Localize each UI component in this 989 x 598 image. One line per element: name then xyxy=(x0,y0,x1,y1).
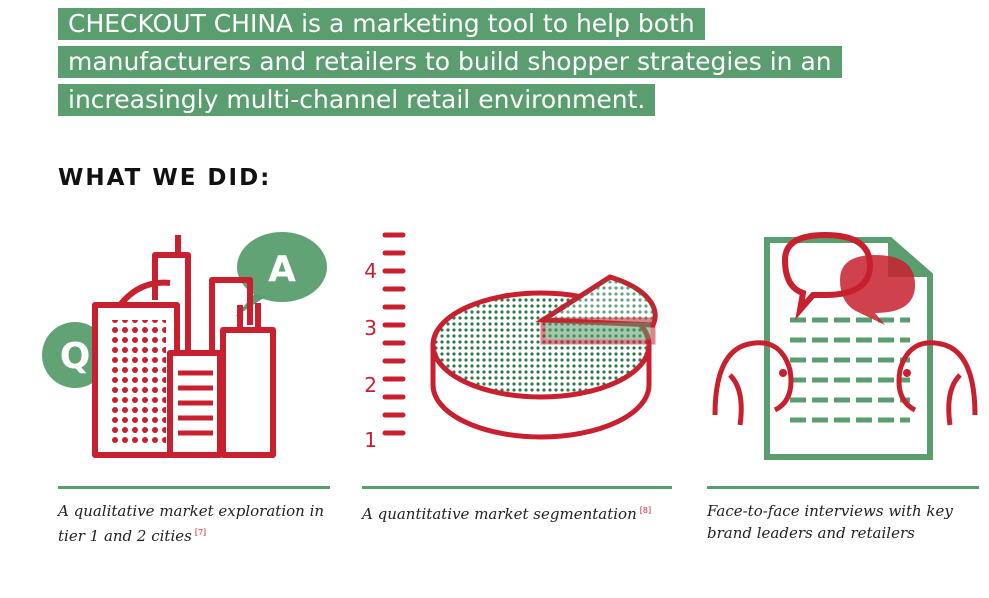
scale-label-1: 1 xyxy=(364,428,377,452)
caption-1-line-2: tier 1 and 2 cities xyxy=(58,527,192,545)
section-heading: WHAT WE DID: xyxy=(58,165,272,191)
city-qa-icon: Q A xyxy=(20,225,340,465)
divider-3 xyxy=(707,486,979,489)
bubble-q-label: Q xyxy=(60,336,91,377)
pie-scale-icon: 4 3 2 1 xyxy=(355,225,675,465)
caption-2: A quantitative market segmentation[8] xyxy=(362,500,672,525)
caption-2-line-1: A quantitative market segmentation xyxy=(362,505,637,523)
caption-3-line-1: Face-to-face interviews with key xyxy=(707,502,953,520)
intro-line-2: manufacturers and retailers to build sho… xyxy=(58,46,842,78)
ref-8: [8] xyxy=(639,506,652,515)
scale-label-2: 2 xyxy=(364,373,377,397)
scale-label-3: 3 xyxy=(364,316,377,340)
intro-line-1: CHECKOUT CHINA is a marketing tool to he… xyxy=(58,8,705,40)
ref-7: [7] xyxy=(194,528,207,537)
intro-line-3: increasingly multi-channel retail enviro… xyxy=(58,84,656,116)
caption-3: Face-to-face interviews with key brand l… xyxy=(707,500,979,544)
scale-label-4: 4 xyxy=(364,259,377,283)
interview-document-icon xyxy=(705,225,985,465)
bubble-a-label: A xyxy=(268,249,296,290)
divider-1 xyxy=(58,486,330,489)
caption-3-line-2: brand leaders and retailers xyxy=(707,524,915,542)
caption-1-line-1: A qualitative market exploration in xyxy=(58,502,325,520)
intro-banner: CHECKOUT CHINA is a marketing tool to he… xyxy=(58,8,958,122)
caption-1: A qualitative market exploration in tier… xyxy=(58,500,333,547)
divider-2 xyxy=(362,486,672,489)
